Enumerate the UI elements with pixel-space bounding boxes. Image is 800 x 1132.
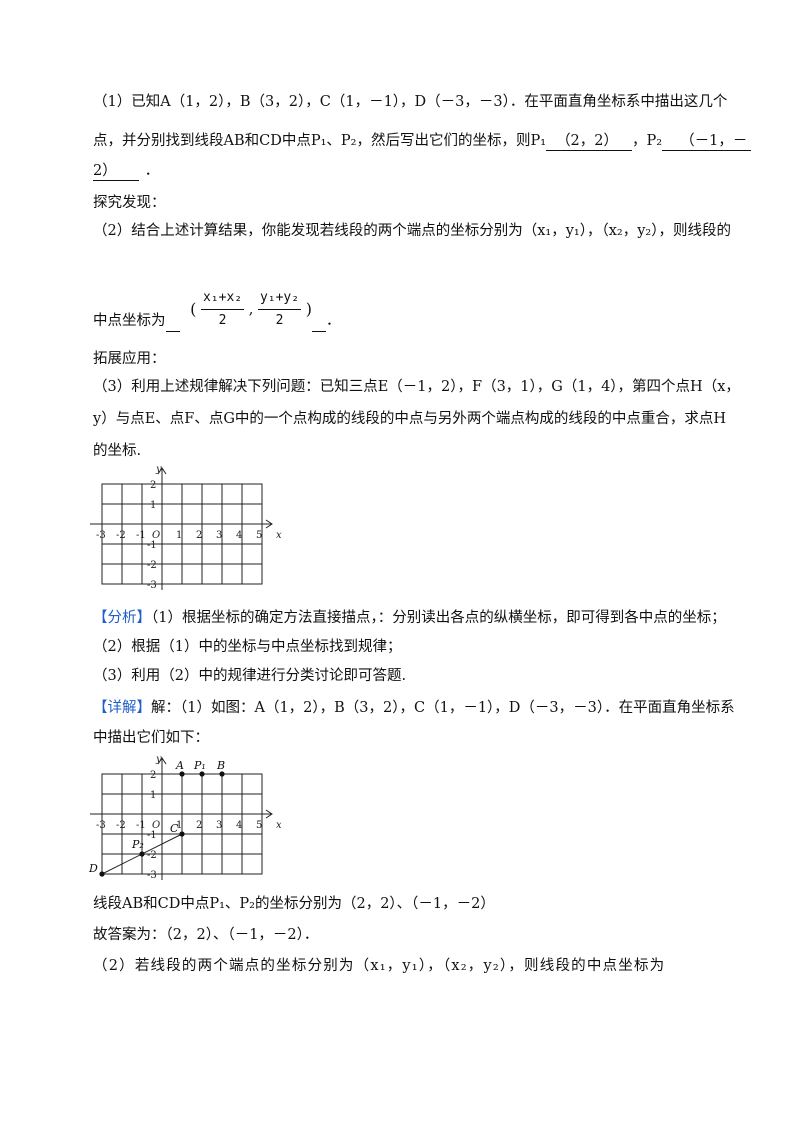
x-axis-label: x: [276, 530, 282, 541]
q2-blank-left: [165, 331, 180, 332]
x-tick: 1: [176, 820, 182, 831]
y-tick: -3: [147, 580, 157, 591]
analysis-line2: （2）根据（1）中的坐标与中点坐标找到规律；: [93, 639, 402, 655]
section-explore-heading: 探究发现：: [93, 195, 166, 211]
fraction-y-denominator: 2: [275, 313, 284, 328]
y-tick: 1: [150, 790, 156, 801]
fraction-x-numerator: x₁+x₂: [200, 287, 245, 310]
x-tick: 3: [216, 530, 222, 541]
y-tick: -2: [147, 560, 157, 571]
analysis-text-1: （1）根据坐标的确定方法直接描点，：分别读出各点的纵横坐标，即可得到各中点的坐标…: [151, 610, 726, 626]
x-tick: 5: [256, 530, 262, 541]
x-tick: 1: [176, 530, 182, 541]
x-axis-label: x: [276, 820, 282, 831]
x-tick: 4: [236, 820, 242, 831]
q3-line2: y）与点E、点F、点G中的一个点构成的线段的中点与另外两个端点构成的线段的中点重…: [93, 411, 727, 427]
y-tick: -1: [147, 830, 157, 841]
x-tick: 2: [196, 820, 202, 831]
point-p1: [199, 771, 205, 777]
q1-line2: 点，并分别找到线段AB和CD中点P₁、P₂，然后写出它们的坐标，则P₁（2，2）…: [93, 131, 752, 151]
point-c: [179, 831, 185, 837]
y-tick: -3: [147, 870, 157, 881]
analysis-tag: 【分析】: [93, 610, 151, 626]
coordinate-grid-points: A P₁ B C P₂ D y x -3 -2 -1 O 1 2 3 4 5 2…: [88, 754, 282, 881]
y-axis-label: y: [155, 754, 162, 765]
y-tick: 2: [150, 770, 156, 781]
analysis-line3: （3）利用（2）中的规律进行分类讨论即可答题.: [93, 668, 407, 684]
fraction-y: y₁+y₂ 2: [257, 287, 302, 332]
q2-blank-right: [311, 331, 326, 332]
y-tick: -2: [147, 850, 157, 861]
q2-line1: （2）结合上述计算结果，你能发现若线段的两个端点的坐标分别为（x₁，y₁），（x…: [93, 223, 731, 239]
q1-line2-mid: ，P₂: [632, 133, 663, 149]
x-tick: -1: [136, 530, 146, 541]
analysis-line1: 【分析】（1）根据坐标的确定方法直接描点，：分别读出各点的纵横坐标，即可得到各中…: [93, 608, 726, 628]
label-b: B: [216, 759, 225, 772]
y-axis-label: y: [155, 464, 162, 475]
x-tick: 2: [196, 530, 202, 541]
fraction-y-numerator: y₁+y₂: [257, 287, 302, 310]
detail-line2: 中描出它们如下：: [93, 730, 209, 746]
detail-line1: 【详解】解：（1）如图：A（1，2），B（3，2），C（1，－1），D（－3，－…: [93, 698, 735, 718]
x-tick: -1: [136, 820, 146, 831]
label-c: C: [170, 822, 179, 835]
label-p2: P₂: [131, 838, 144, 851]
coordinate-grid-blank: y x -3 -2 -1 O 1 2 3 4 5 2 1 -1 -2 -3: [90, 464, 282, 591]
origin-label: O: [152, 820, 160, 831]
q1-line3-period: ．: [144, 163, 160, 179]
q3-line1: （3）利用上述规律解决下列问题：已知三点E（－1，2），F（3，1），G（1，4…: [93, 379, 740, 395]
detail-line3: 线段AB和CD中点P₁、P₂的坐标分别为（2，2）、（－1，－2）: [93, 896, 495, 912]
point-d: [99, 871, 105, 877]
x-tick: -3: [96, 820, 106, 831]
answer-p2-part2: 2）: [93, 162, 139, 181]
y-tick: -1: [147, 540, 157, 551]
section-extend-heading: 拓展应用：: [93, 351, 166, 367]
x-tick: 3: [216, 820, 222, 831]
detail-text-1: 解：（1）如图：A（1，2），B（3，2），C（1，－1），D（－3，－3）．在…: [151, 700, 735, 716]
label-p1: P₁: [193, 759, 206, 772]
x-tick: -2: [116, 820, 126, 831]
x-tick: -3: [96, 530, 106, 541]
q1-line3: 2） ．: [93, 161, 159, 181]
origin-label: O: [152, 530, 160, 541]
q2-period: ．: [325, 313, 341, 329]
point-b: [219, 771, 225, 777]
point-p2: [139, 851, 145, 857]
answer-p1: （2，2）: [546, 132, 633, 151]
label-a: A: [175, 759, 184, 772]
q1-line2-text: 点，并分别找到线段AB和CD中点P₁、P₂，然后写出它们的坐标，则P₁: [93, 133, 547, 149]
x-tick: 5: [256, 820, 262, 831]
point-a: [179, 771, 185, 777]
y-tick: 2: [150, 480, 156, 491]
y-tick: 1: [150, 500, 156, 511]
detail-line4: 故答案为：（2，2）、（－1，－2）．: [93, 927, 319, 943]
fraction-x: x₁+x₂ 2: [200, 287, 245, 332]
detail-tag: 【详解】: [93, 700, 151, 716]
q1-line1: （1）已知A（1，2），B（3，2），C（1，－1），D（－3，－3）．在平面直…: [93, 94, 728, 110]
x-tick: 4: [236, 530, 242, 541]
x-tick: -2: [116, 530, 126, 541]
q2-prefix: 中点坐标为: [93, 313, 166, 329]
fraction-x-denominator: 2: [218, 313, 227, 328]
answer-p2-part1: （－1，－: [662, 132, 752, 151]
q3-line3: 的坐标.: [93, 443, 142, 459]
detail-line5: （2）若线段的两个端点的坐标分别为（x₁，y₁），（x₂，y₂），则线段的中点坐…: [93, 958, 666, 974]
label-d: D: [88, 862, 98, 875]
